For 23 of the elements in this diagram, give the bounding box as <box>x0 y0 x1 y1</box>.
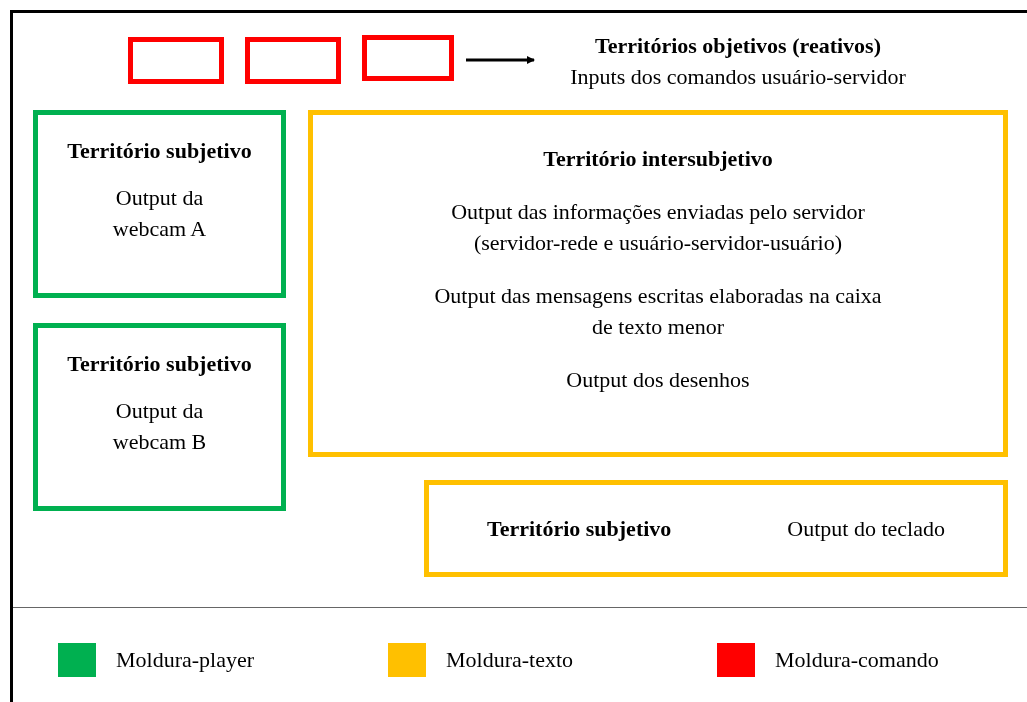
heading: Território subjetivo <box>487 515 672 543</box>
heading: Territórios objetivos (reativos) <box>594 32 882 60</box>
legend-label: Moldura-player <box>116 647 255 673</box>
arrow <box>466 56 535 64</box>
description: Output da webcam A <box>111 184 208 243</box>
frame-box <box>362 35 454 81</box>
frame-box <box>424 480 1008 577</box>
frame-box <box>245 37 341 84</box>
description: Output das mensagens escritas elaboradas na caixa de texto menor <box>433 282 883 341</box>
frame-box <box>128 37 224 84</box>
description: Inputs dos comandos usuário-servidor <box>569 63 907 91</box>
description: Output dos desenhos <box>565 366 751 394</box>
heading: Território subjetivo <box>66 350 253 378</box>
description: Output das informações enviadas pelo servidor (servidor-rede e usuário-servidor-usuário) <box>450 198 866 257</box>
frame-box <box>33 110 286 298</box>
legend-label: Moldura-texto <box>446 647 574 673</box>
frame-box <box>33 323 286 511</box>
description: Output do teclado <box>787 515 945 543</box>
heading: Território subjetivo <box>66 137 253 165</box>
heading: Território intersubjetivo <box>542 145 774 173</box>
legend-label: Moldura-comando <box>775 647 939 673</box>
description: Output da webcam B <box>111 397 208 456</box>
frame-box <box>308 110 1008 457</box>
